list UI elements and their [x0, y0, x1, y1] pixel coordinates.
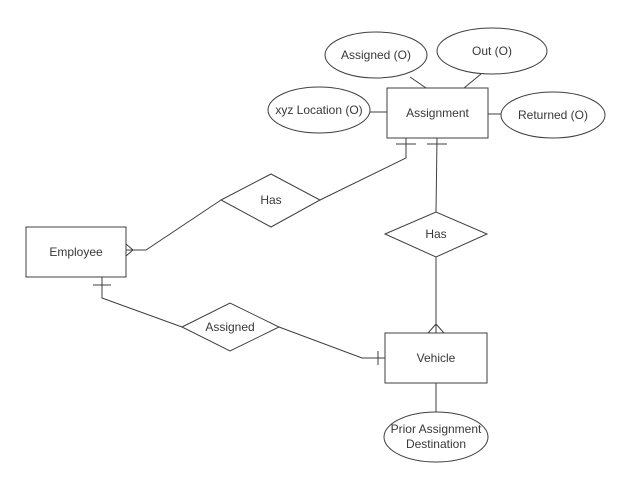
crow-foot-icon — [125, 243, 134, 257]
relationship-has-assignment-vehicle[interactable] — [383, 211, 489, 258]
attribute-assigned-o-label[interactable]: Assigned (O) — [340, 47, 412, 62]
connector-assigned-o-assignment — [409, 76, 427, 89]
relationship-assigned-employee-vehicle[interactable] — [180, 302, 281, 352]
connector-employee-has — [133, 199, 222, 251]
crow-foot-icon — [427, 323, 445, 334]
attribute-assigned-o[interactable] — [324, 31, 428, 79]
attribute-prior-assignment-destination[interactable] — [383, 411, 489, 463]
relationship-has-label[interactable]: Has — [260, 192, 282, 207]
attribute-returned-o-label[interactable]: Returned (O) — [517, 107, 589, 122]
relationship-has2-label[interactable]: Has — [425, 226, 447, 241]
connector-employee-assigned — [101, 277, 183, 328]
connector-out-o-assignment — [463, 73, 482, 89]
relationship-has-employee-assignment[interactable] — [219, 173, 322, 228]
entity-assignment[interactable] — [386, 87, 489, 139]
attribute-xyz-location-o[interactable] — [267, 86, 371, 134]
entity-assignment-label[interactable]: Assignment — [406, 105, 469, 120]
attribute-xyz-location-o-label[interactable]: xyz Location (O) — [275, 102, 363, 117]
connector-has-assignment — [319, 138, 407, 201]
entity-vehicle-label[interactable]: Vehicle — [416, 350, 456, 365]
connector-assignment-has2 — [435, 137, 438, 213]
relationship-assigned-label[interactable]: Assigned — [205, 319, 255, 334]
attribute-out-o-label[interactable]: Out (O) — [471, 43, 512, 58]
attribute-prior-assignment-destination-label[interactable]: Prior Assignment Destination — [390, 422, 482, 451]
entity-vehicle[interactable] — [384, 332, 488, 384]
attribute-out-o[interactable] — [436, 27, 548, 75]
connector-assigned-vehicle — [278, 326, 385, 359]
cardinality-marks — [93, 143, 447, 365]
entity-employee-label[interactable]: Employee — [49, 244, 103, 259]
attribute-returned-o[interactable] — [500, 91, 606, 139]
connector-group — [101, 73, 501, 412]
entity-employee[interactable] — [25, 226, 127, 278]
